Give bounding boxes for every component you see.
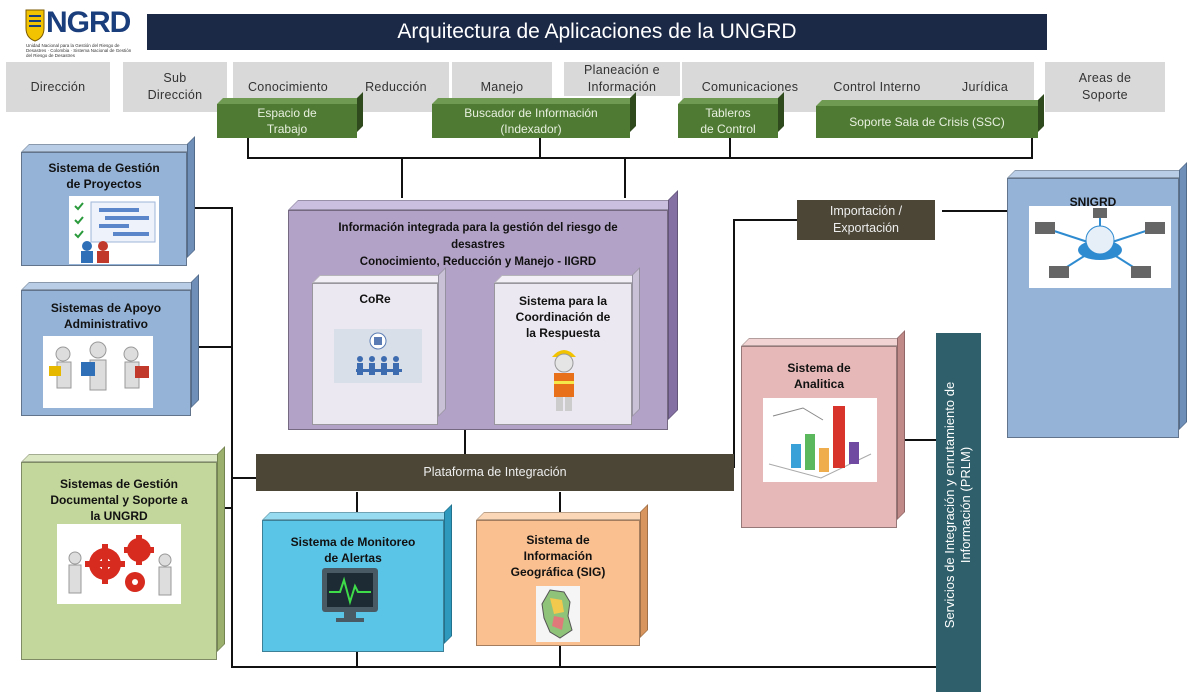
system-gestion-documental: Sistemas de Gestión Documental y Soporte… xyxy=(21,446,225,660)
tab-espacio-trabajo: Espacio de Trabajo xyxy=(217,104,357,138)
dept-subdireccion: Sub Dirección xyxy=(123,62,227,112)
page-title: Arquitectura de Aplicaciones de la UNGRD xyxy=(147,14,1047,50)
dept-direccion: Dirección xyxy=(6,62,110,112)
logo-subtitle: Unidad Nacional para la Gestión del Ries… xyxy=(26,43,132,58)
dept-planeacion: Planeación e Información xyxy=(564,62,680,96)
snigrd-system: SNIGRD xyxy=(1007,162,1187,438)
snigrd-title: SNIGRD xyxy=(1069,195,1117,209)
servicios-integracion-bar xyxy=(936,333,981,692)
heartbeat-monitor-icon xyxy=(320,566,380,626)
project-chart-icon xyxy=(69,196,159,264)
analytics-chart-icon xyxy=(763,398,877,482)
system-apoyo-administrativo: Sistemas de Apoyo Administrativo xyxy=(21,274,199,416)
analitica-title: Sistema de Analitica xyxy=(787,361,851,391)
puzzle-people-icon xyxy=(43,336,153,408)
importacion-exportacion: Importación / Exportación xyxy=(797,200,935,240)
system-gestion-proyectos: Sistema de Gestión de Proyectos xyxy=(21,136,195,266)
dept-areas-soporte: Areas de Soporte xyxy=(1045,62,1165,112)
network-icon xyxy=(1029,206,1171,288)
gears-icon xyxy=(57,524,181,604)
respuesta-title: Sistema para la Coordinación de la Respu… xyxy=(515,294,611,340)
monitoreo-title: Sistema de Monitoreo de Alertas xyxy=(290,535,416,565)
colombia-map-icon xyxy=(536,586,580,642)
rescue-worker-icon xyxy=(534,343,594,413)
monitoreo-system: Sistema de Monitoreo de Alertas xyxy=(262,504,452,652)
documental-title: Sistemas de Gestión Documental y Soporte… xyxy=(50,477,188,523)
logo-text: NGRD xyxy=(46,6,131,39)
core-title: CoRe xyxy=(359,292,391,306)
plataforma-integracion: Plataforma de Integración xyxy=(256,454,734,491)
core-system: CoRe xyxy=(312,267,446,425)
tab-buscador-informacion: Buscador de Información (Indexador) xyxy=(432,104,630,138)
respuesta-system: Sistema para la Coordinación de la Respu… xyxy=(494,267,640,425)
iigrd-title: Información integrada para la gestión de… xyxy=(338,222,618,268)
sig-system: Sistema de Información Geográfica (SIG) xyxy=(476,504,648,646)
ngrd-logo: NGRD Unidad Nacional para la Gestión del… xyxy=(24,6,136,58)
sig-title: Sistema de Información Geográfica (SIG) xyxy=(510,533,606,579)
team-meeting-icon xyxy=(334,329,422,383)
analitica-system: Sistema de Analitica xyxy=(741,330,905,528)
tab-tableros-control: Tableros de Control xyxy=(678,104,778,138)
apoyo-title: Sistemas de Apoyo Administrativo xyxy=(50,301,162,331)
tab-soporte-sala-crisis: Soporte Sala de Crisis (SSC) xyxy=(816,106,1038,138)
shield-icon xyxy=(25,9,45,42)
servicios-integracion-label: Servicios de Integración y enrutamiento … xyxy=(942,381,973,629)
proyectos-title: Sistema de Gestión de Proyectos xyxy=(48,161,160,191)
